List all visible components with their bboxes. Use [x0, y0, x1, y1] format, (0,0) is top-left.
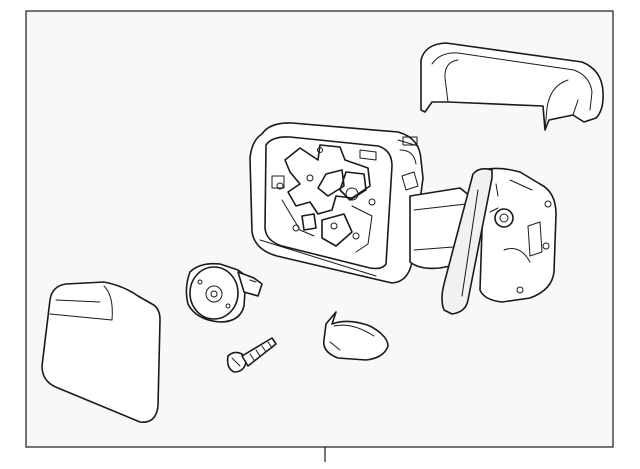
mirror-housing — [249, 122, 424, 284]
turn-signal-socket — [185, 262, 263, 323]
mirror-cover-cap — [420, 42, 604, 131]
small-cover-clip — [322, 311, 389, 361]
mirror-glass — [41, 281, 161, 423]
mounting-screw — [226, 337, 277, 373]
mirror-mount-bracket — [409, 167, 557, 315]
